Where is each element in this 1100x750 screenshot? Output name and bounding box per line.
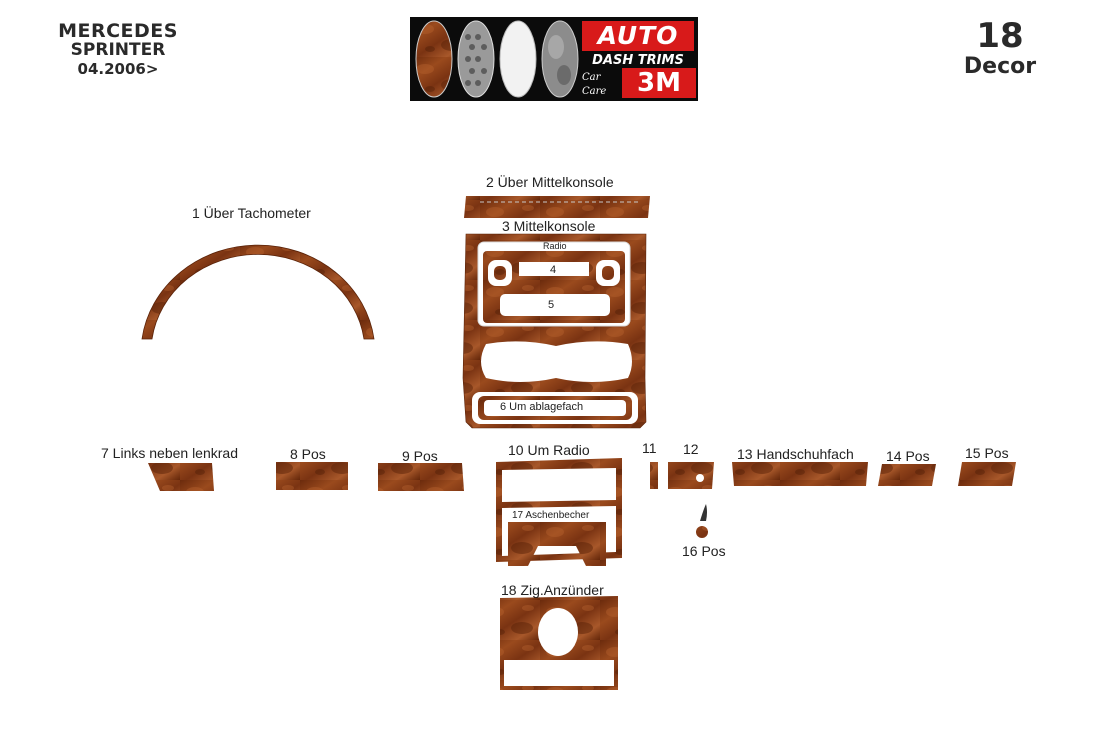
- part-16-knob: [696, 504, 708, 538]
- label-part-3: 3 Mittelkonsole: [502, 218, 596, 234]
- part-13-glovebox: [732, 462, 868, 486]
- logo-car-care-text: Car Care: [582, 71, 622, 99]
- label-part-13: 13 Handschuhfach: [737, 446, 854, 462]
- piece-count: 18 Decor: [940, 18, 1060, 80]
- vehicle-title: MERCEDES SPRINTER 04.2006>: [28, 22, 208, 79]
- vehicle-model: SPRINTER: [70, 40, 166, 60]
- part-8-trim: [276, 462, 348, 490]
- label-part-12: 12: [683, 441, 699, 457]
- part-1-tachometer-arc: [141, 244, 375, 340]
- logo-3m-text: 3M: [622, 68, 696, 98]
- label-part-11: 11: [642, 440, 657, 456]
- label-part-16: 16 Pos: [682, 543, 726, 559]
- piece-count-number: 18: [976, 16, 1024, 56]
- logo-auto-text: AUTO: [582, 21, 694, 51]
- label-part-2: 2 Über Mittelkonsole: [486, 174, 614, 190]
- logo-car-word: Car: [582, 72, 601, 83]
- part-9-trim: [378, 463, 464, 491]
- part-15-trim: [958, 462, 1016, 486]
- part-3-center-console: [462, 233, 647, 429]
- label-part-14: 14 Pos: [886, 448, 930, 464]
- logo-dash-trims-text: DASH TRIMS: [592, 53, 684, 68]
- label-part-6: 6 Um ablagefach: [500, 401, 584, 413]
- vehicle-make: MERCEDES: [58, 20, 178, 42]
- part-14-trim: [878, 464, 936, 486]
- sample-swatches-icon: [415, 20, 579, 98]
- brand-logo: AUTO DASH TRIMS Car Care 3M: [410, 17, 698, 101]
- label-part-5: 5: [548, 299, 555, 311]
- part-7-left-of-steering: [148, 463, 214, 491]
- logo-care-word: Care: [582, 86, 607, 97]
- part-17-ashtray: [508, 522, 606, 566]
- vehicle-date: 04.2006>: [77, 60, 159, 78]
- part-18-lighter-panel: [500, 596, 618, 690]
- label-part-7: 7 Links neben lenkrad: [101, 445, 238, 461]
- label-part-18: 18 Zig.Anzünder: [501, 582, 604, 598]
- label-part-15: 15 Pos: [965, 445, 1009, 461]
- piece-count-label: Decor: [963, 54, 1037, 79]
- part-11-trim: [650, 462, 658, 489]
- part-2-upper-console-strip: [464, 196, 650, 218]
- label-part-1: 1 Über Tachometer: [192, 205, 311, 221]
- label-part-10: 10 Um Radio: [508, 442, 590, 458]
- label-part-4: 4: [550, 264, 557, 276]
- part-10-radio-surround: [496, 458, 622, 562]
- label-part-9: 9 Pos: [402, 448, 438, 464]
- label-part-8: 8 Pos: [290, 446, 326, 462]
- label-part-17: 17 Aschenbecher: [512, 510, 590, 521]
- part-12-trim: [668, 462, 714, 489]
- label-radio: Radio: [543, 241, 567, 251]
